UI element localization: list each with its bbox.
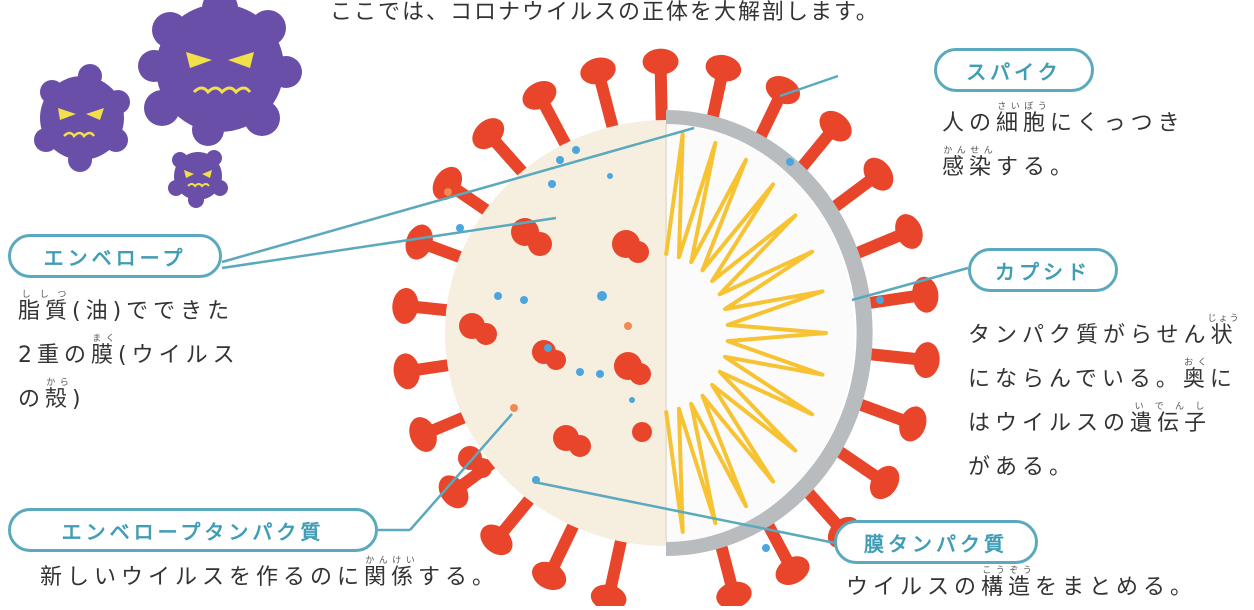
- callout-envelope: エンベロープ: [8, 234, 222, 278]
- spike-head: [590, 584, 627, 606]
- spike-head: [899, 406, 927, 442]
- capsid-desc-line1: タンパク質がらせん状じょう: [968, 314, 1241, 348]
- spike-head: [438, 475, 469, 509]
- envelope-desc-line1: 脂質ししつ(油)でできた: [18, 290, 235, 324]
- spike-desc-line2: 感染かんせんする。: [942, 146, 1078, 180]
- callout-envelope-protein: エンベロープタンパク質: [8, 508, 378, 552]
- spike-head: [409, 417, 437, 452]
- furigana-word: 膜まく: [91, 334, 119, 368]
- spike-head: [480, 524, 513, 556]
- virus-shell: [665, 110, 873, 556]
- furigana-word: 遺伝子いでんし: [1130, 402, 1212, 436]
- spike-head: [432, 166, 463, 201]
- furigana-word: 感染かんせん: [942, 146, 997, 180]
- spike-head: [775, 556, 810, 585]
- spike-head: [580, 57, 616, 85]
- spike-head: [522, 81, 557, 110]
- furigana-word: 構造こうぞう: [981, 566, 1036, 600]
- envelope-desc-line3: の殻から): [18, 378, 86, 412]
- spike-head: [765, 75, 801, 105]
- spike-description: 人の細胞さいぼうにくっつき 感染かんせんする。: [942, 102, 1185, 190]
- capsid-desc-line2: にならんでいる。奥おくに: [968, 358, 1237, 392]
- spike-head: [913, 342, 940, 379]
- callout-capsid-label: カプシド: [995, 259, 1091, 284]
- envelope-desc-line2: 2重の膜まく(ウイルス: [18, 334, 240, 368]
- envelope-protein-desc-line1: 新しいウイルスを作るのに関係かんけいする。: [40, 556, 500, 590]
- virus-character-large-icon: [138, 0, 302, 146]
- virus-character-small-icon: [168, 150, 228, 208]
- membrane-protein-dots: [456, 146, 884, 552]
- capsid-strand: [664, 132, 828, 534]
- furigana-word: 殻から: [45, 378, 73, 412]
- callout-capsid: カプシド: [968, 248, 1118, 292]
- spike-head: [472, 118, 505, 150]
- furigana-word: 状じょう: [1207, 314, 1241, 348]
- membrane-protein-description: ウイルスの構造こうぞうをまとめる。: [846, 566, 1197, 610]
- spike-head: [531, 561, 567, 591]
- membrane-protein-desc-line1: ウイルスの構造こうぞうをまとめる。: [846, 566, 1198, 600]
- spike-desc-line1: 人の細胞さいぼうにくっつき: [942, 102, 1185, 136]
- capsid-desc-line4: がある。: [968, 455, 1077, 480]
- leader-lines: [221, 74, 969, 546]
- capsid-description: タンパク質がらせん状じょう にならんでいる。奥おくに はウイルスの遺伝子いでんし…: [968, 314, 1241, 490]
- capsid-desc-line3: はウイルスの遺伝子いでんし: [968, 402, 1212, 436]
- spike-head: [912, 276, 939, 313]
- callout-membrane-protein-label: 膜タンパク質: [864, 531, 1008, 556]
- callout-membrane-protein: 膜タンパク質: [834, 520, 1038, 564]
- furigana-word: 奥おく: [1182, 358, 1210, 392]
- spike-head: [392, 287, 419, 324]
- intro-text: ここでは、コロナウイルスの正体を大解剖します。: [330, 0, 880, 25]
- spike-head: [405, 224, 433, 260]
- spike-head: [895, 214, 923, 249]
- callout-envelope-label: エンベロープ: [43, 245, 187, 270]
- spike-head: [642, 48, 679, 75]
- callout-spike-label: スパイク: [966, 59, 1062, 84]
- spike-head: [716, 581, 752, 606]
- spike-head: [819, 110, 852, 142]
- furigana-word: 細胞さいぼう: [996, 102, 1051, 136]
- spike-head: [705, 54, 742, 82]
- callout-envelope-protein-label: エンベロープタンパク質: [61, 519, 325, 544]
- spike-head: [863, 157, 894, 191]
- virus-character-medium-icon: [34, 64, 130, 172]
- spike-head: [869, 465, 900, 500]
- interior-half: [666, 124, 855, 542]
- capsid-helix: [664, 132, 828, 534]
- envelope-protein-description: 新しいウイルスを作るのに関係かんけいする。: [40, 556, 499, 600]
- envelope-description: 脂質ししつ(油)でできた 2重の膜まく(ウイルス の殻から): [18, 290, 240, 422]
- callout-spike: スパイク: [934, 48, 1094, 92]
- furigana-word: 脂質ししつ: [18, 290, 73, 324]
- furigana-word: 関係かんけい: [364, 556, 419, 590]
- spike-head: [393, 353, 420, 390]
